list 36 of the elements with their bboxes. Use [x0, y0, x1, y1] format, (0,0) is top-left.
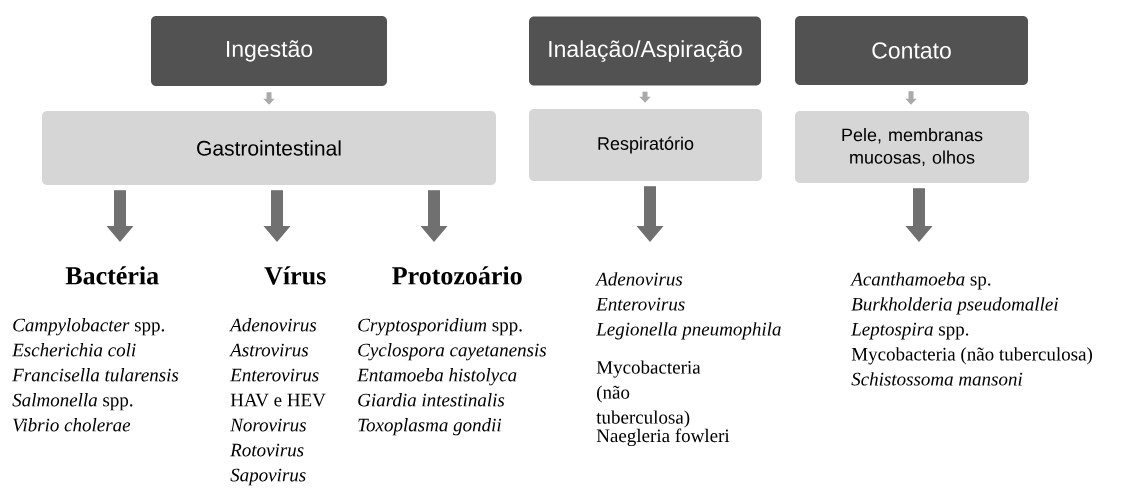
- category-box: Ingestão: [151, 16, 387, 86]
- species-name: Entamoeba histolyca: [357, 368, 517, 386]
- species-name: Adenovirus: [229, 318, 317, 332]
- species-name: Salmonella spp.: [12, 393, 133, 411]
- species-name: Sapovirus: [230, 468, 306, 486]
- species-name: Astrovirus: [229, 343, 309, 357]
- species-name: Schistossoma mansoni: [851, 372, 1023, 386]
- species-name: Francisella tularensis: [12, 368, 179, 382]
- group-heading: Vírus: [264, 266, 326, 285]
- species-name: Toxoplasma gondii: [358, 418, 502, 436]
- species-name: Naegleria fowleri: [596, 428, 730, 447]
- species-name: Acanthamoeba sp.: [850, 272, 991, 290]
- category-box: Inalação/Aspiração: [529, 16, 761, 86]
- species-name: Legionella pneumophila: [596, 322, 781, 340]
- category-box: Gastrointestinal: [42, 111, 496, 185]
- species-name: Vibrio cholerae: [13, 418, 131, 432]
- category-box: Contato: [795, 16, 1028, 85]
- species-name: Enterovirus: [230, 368, 319, 382]
- category-box: Pele, membranas mucosas, olhos: [795, 111, 1029, 183]
- species-name: Burkholderia pseudomallei: [851, 297, 1059, 315]
- species-name: Cyclospora cayetanensis: [358, 343, 547, 361]
- species-name: Norovirus: [230, 418, 306, 432]
- species-name: Adenovirus: [595, 272, 683, 286]
- species-name: Escherichia coli: [12, 343, 136, 357]
- species-name: HAV e HEV: [230, 393, 326, 407]
- species-name: Rotovirus: [230, 443, 304, 457]
- species-name: Enterovirus: [596, 297, 685, 311]
- species-name: Campylobacter spp.: [13, 318, 165, 336]
- group-heading: Protozoário: [392, 266, 522, 285]
- species-name: Mycobacteria (não tuberculosa): [596, 360, 701, 428]
- species-name: Leptospira spp.: [851, 322, 969, 340]
- species-name: Mycobacteria (não tuberculosa): [851, 347, 1092, 365]
- species-name: Cryptosporidium spp.: [358, 318, 522, 336]
- group-heading: Bactéria: [65, 266, 159, 285]
- species-name: Giardia intestinalis: [358, 393, 505, 407]
- category-box: Respiratório: [529, 109, 762, 181]
